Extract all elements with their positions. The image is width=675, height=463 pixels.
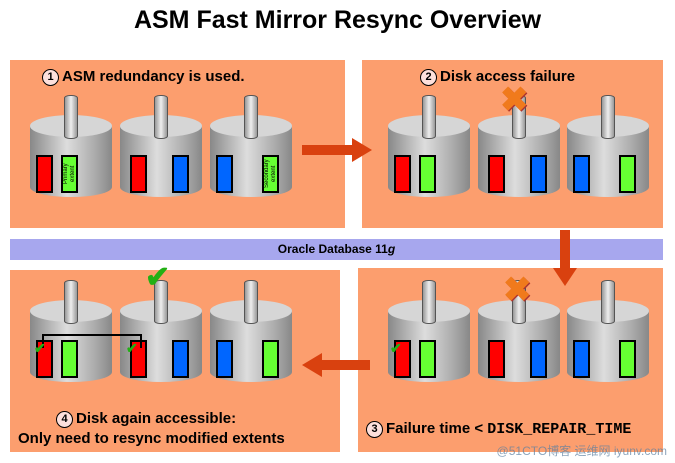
red-extent: [488, 340, 505, 378]
disk-spindle: [244, 280, 258, 324]
disk-icon: [567, 95, 649, 205]
disk-icon: [120, 280, 202, 390]
disk-spindle: [154, 95, 168, 139]
blue-extent: [573, 340, 590, 378]
arrow-down: [560, 230, 570, 270]
failure-x-icon: ✖: [500, 81, 529, 119]
red-extent: [36, 155, 53, 193]
blue-extent: [216, 340, 233, 378]
blue-extent: [172, 340, 189, 378]
green-extent: [619, 340, 636, 378]
step-number: 4: [56, 411, 73, 428]
arrow-down-head: [553, 268, 577, 286]
disk-icon: [388, 280, 470, 390]
green-extent: Secondary extent: [262, 155, 279, 193]
green-extent: [419, 340, 436, 378]
disk-spindle: [64, 95, 78, 139]
blue-extent: [573, 155, 590, 193]
band-text: Oracle Database 11: [277, 242, 388, 256]
resync-link-line: [42, 334, 142, 348]
arrow-right-head: [352, 138, 372, 162]
disk-spindle: [422, 280, 436, 324]
disk-icon: Secondary extent: [210, 95, 292, 205]
checkmark-icon: ✔: [145, 261, 171, 294]
step-number: 3: [366, 421, 383, 438]
arrow-left: [322, 360, 370, 370]
blue-extent: [172, 155, 189, 193]
red-extent: [130, 155, 147, 193]
band-text-g: g: [387, 242, 396, 256]
green-extent: Primary extent: [61, 155, 78, 193]
red-extent: [394, 155, 411, 193]
caption-text: ASM redundancy is used.: [62, 68, 245, 85]
disk-icon: [388, 95, 470, 205]
red-extent: [488, 155, 505, 193]
green-extent: [619, 155, 636, 193]
step-4-caption-line2: Only need to resync modified extents: [18, 430, 285, 447]
oracle-database-band: Oracle Database 11g: [10, 239, 663, 260]
disk-icon: [478, 280, 560, 390]
disk-icon: [120, 95, 202, 205]
watermark: @51CTO博客 运维网 iyunv.com: [496, 444, 667, 458]
caption-text: Failure time <: [386, 420, 488, 437]
checkmark-icon: ✔: [390, 340, 402, 356]
blue-extent: [216, 155, 233, 193]
disk-spindle: [244, 95, 258, 139]
disk-icon: [478, 95, 560, 205]
green-extent: [262, 340, 279, 378]
disk-spindle: [422, 95, 436, 139]
disk-icon: Primary extent: [30, 95, 112, 205]
disk-spindle: [512, 95, 526, 139]
disk-spindle: [601, 280, 615, 324]
arrow-left-head: [302, 353, 322, 377]
disk-icon: [567, 280, 649, 390]
disk-spindle: [154, 280, 168, 324]
arrow-right: [302, 145, 354, 155]
green-extent: [419, 155, 436, 193]
disk-icon: [210, 280, 292, 390]
step-number: 2: [420, 69, 437, 86]
disk-spindle: [512, 280, 526, 324]
checkmark-icon: ✔: [34, 340, 46, 356]
page-title: ASM Fast Mirror Resync Overview: [133, 6, 542, 34]
blue-extent: [530, 340, 547, 378]
disk-repair-time: DISK_REPAIR_TIME: [487, 421, 632, 438]
disk-spindle: [601, 95, 615, 139]
disk-spindle: [64, 280, 78, 324]
caption-text: Disk access failure: [440, 68, 576, 85]
caption-text: Disk again accessible:: [76, 410, 237, 427]
failure-x-icon: ✖: [503, 271, 532, 309]
blue-extent: [530, 155, 547, 193]
step-number: 1: [42, 69, 59, 86]
checkmark-icon: ✔: [126, 340, 138, 356]
